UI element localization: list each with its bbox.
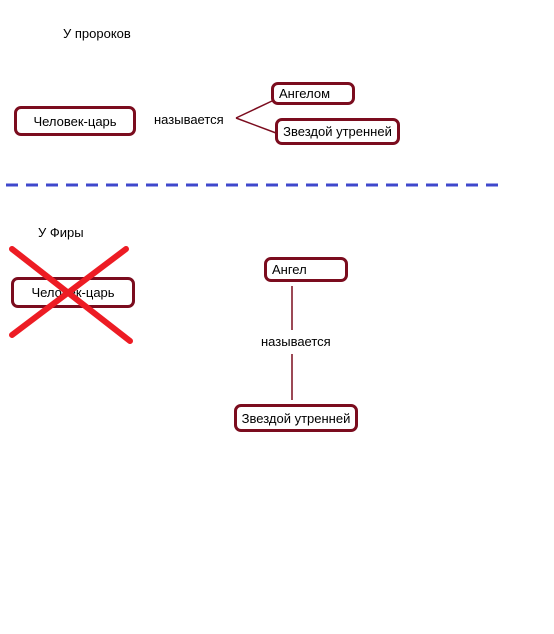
target-label-angel: Ангелом xyxy=(279,86,331,101)
target-box-angel: Ангелом xyxy=(271,82,355,105)
target-label-morning-star: Звездой утренней xyxy=(283,124,392,139)
relation-label-top: называется xyxy=(154,112,224,127)
target-box-morning-star: Звездой утренней xyxy=(275,118,400,145)
section-title-fira: У Фиры xyxy=(38,225,84,240)
target-label-morning-star-bottom: Звездой утренней xyxy=(241,410,351,426)
crossed-subject-box: Человек-царь xyxy=(11,277,135,308)
relation-label-bottom: называется xyxy=(261,334,331,349)
subject-box-angel: Ангел xyxy=(264,257,348,282)
subject-label-angel: Ангел xyxy=(272,262,307,277)
subject-label: Человек-царь xyxy=(33,113,117,129)
fork-line-upper xyxy=(235,100,273,119)
fork-line-lower xyxy=(235,117,277,134)
target-box-morning-star-bottom: Звездой утренней xyxy=(234,404,358,432)
crossed-subject-label: Человек-царь xyxy=(31,285,115,300)
subject-box-human-king: Человек-царь xyxy=(14,106,136,136)
section-title-prophets: У пророков xyxy=(63,26,131,41)
